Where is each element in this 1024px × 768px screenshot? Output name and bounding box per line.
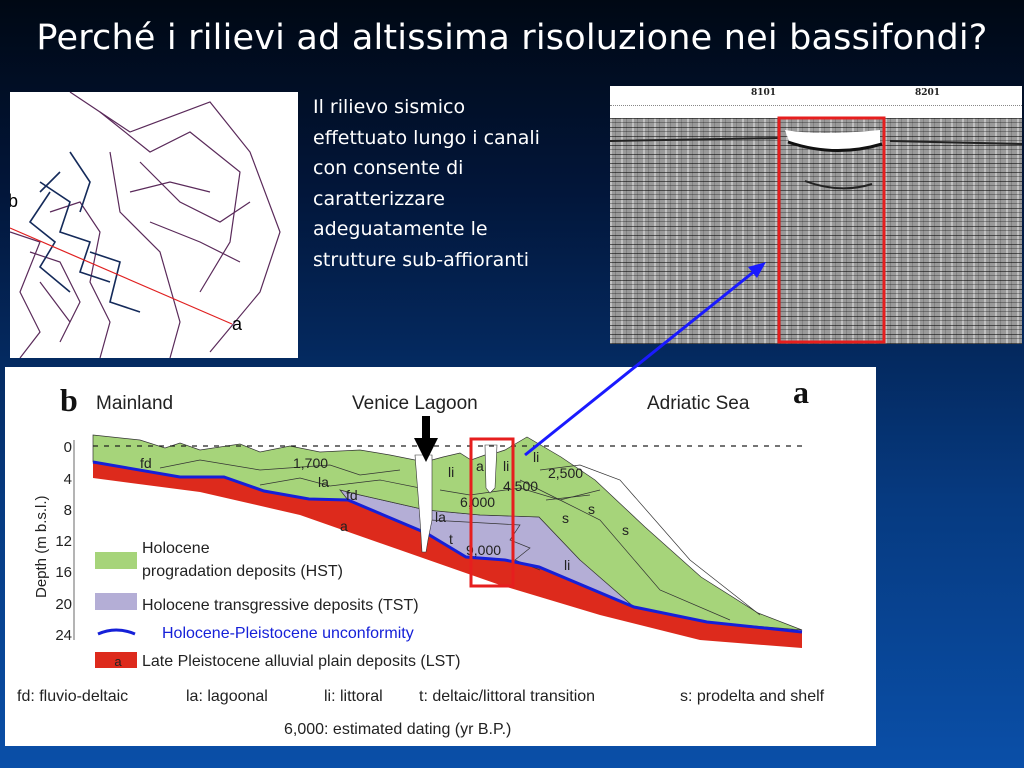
- dating-note: 6,000: estimated dating (yr B.P.): [284, 721, 511, 738]
- lst-layer: [93, 462, 802, 648]
- legend-hst-line2: progradation deposits (HST): [142, 563, 343, 580]
- description-line: strutture sub-affioranti: [313, 248, 529, 271]
- abbreviation: la: lagoonal: [186, 688, 268, 705]
- abbreviation: t: deltaic/littoral transition: [419, 688, 595, 705]
- y-axis-label: Depth (m b.s.l.): [33, 495, 50, 598]
- dating-label: 6,000: [460, 494, 495, 510]
- corner-label-a: a: [793, 374, 809, 410]
- abbreviation: fd: fluvio-deltaic: [17, 688, 128, 705]
- canal-cut: [414, 454, 433, 553]
- legend-swatch-lst: [95, 652, 137, 668]
- canal-cut: [484, 444, 498, 494]
- description-text: Il rilievo sismico effettuato lungo i ca…: [313, 92, 613, 275]
- seismic-reflections: [610, 118, 1022, 344]
- venice-lagoon-arrow-icon: [414, 416, 438, 462]
- connector-arrow-icon: [524, 262, 766, 457]
- region-adriatic-sea: Adriatic Sea: [647, 393, 750, 414]
- corner-label-b: b: [60, 382, 78, 418]
- y-tick: 12: [55, 533, 72, 550]
- unit-label: li: [533, 449, 539, 465]
- unit-boundaries: [159, 459, 761, 621]
- unit-label: fd: [346, 487, 358, 503]
- y-tick: 0: [64, 439, 72, 456]
- description-line: effettuato lungo i canali: [313, 126, 540, 149]
- legend-unconformity: Holocene-Pleistocene unconformity: [162, 625, 414, 642]
- description-line: con consente di: [313, 157, 464, 179]
- legend-swatch-tst: [95, 593, 137, 610]
- y-tick: 4: [64, 471, 72, 488]
- hst-layer: [92, 434, 803, 631]
- legend-swatch-lst-letter: a: [114, 654, 122, 669]
- unit-label: la: [435, 509, 446, 525]
- unit-label: li: [503, 458, 509, 474]
- unit-label: s: [562, 510, 569, 526]
- y-tick: 20: [55, 596, 72, 613]
- unit-label: s: [588, 501, 595, 517]
- unit-label: a: [476, 458, 484, 474]
- abbreviation: s: prodelta and shelf: [680, 688, 825, 705]
- slide-title: Perché i rilievi ad altissima risoluzion…: [36, 18, 988, 58]
- dating-label: 9,000: [466, 542, 501, 558]
- unit-label: s: [622, 522, 629, 538]
- region-venice-lagoon: Venice Lagoon: [352, 393, 478, 414]
- dating-label: 4,500: [503, 478, 538, 494]
- dating-label: 2,500: [548, 465, 583, 481]
- trace-axis: [610, 105, 1022, 106]
- y-tick: 16: [55, 564, 72, 581]
- unit-label: fd: [140, 455, 152, 471]
- legend-tst: Holocene transgressive deposits (TST): [142, 597, 419, 614]
- description-line: caratterizzare: [313, 187, 445, 210]
- unit-label: li: [564, 557, 570, 573]
- unit-label: li: [448, 464, 454, 480]
- y-tick: 8: [64, 502, 72, 519]
- legend-swatch-hst: [95, 552, 137, 569]
- unit-label: a: [340, 518, 348, 534]
- map-drawing: b a: [8, 91, 281, 359]
- map-label-b: b: [10, 191, 18, 211]
- description-line: Il rilievo sismico: [313, 96, 466, 118]
- map-label-a: a: [232, 314, 243, 334]
- unit-label: t: [449, 531, 453, 547]
- description-line: adeguatamente le: [313, 218, 488, 240]
- legend-swatch-unconformity: [97, 628, 136, 636]
- legend-lst: Late Pleistocene alluvial plain deposits…: [142, 653, 460, 670]
- y-tick: 24: [55, 627, 72, 644]
- abbreviation: li: littoral: [324, 688, 383, 705]
- seismic-profile: 8101 8201: [610, 86, 1022, 344]
- trace-label: 8101: [751, 88, 777, 98]
- highlight-box: [469, 437, 515, 588]
- highlight-box: [777, 116, 886, 344]
- unit-label: la: [318, 474, 329, 490]
- dating-label: 1,700: [293, 455, 328, 471]
- trace-label: 8201: [915, 88, 941, 98]
- region-mainland: Mainland: [96, 393, 173, 414]
- legend-hst-line1: Holocene: [142, 540, 210, 557]
- channel-map: b a: [8, 91, 298, 359]
- seismic-features: [610, 116, 1022, 344]
